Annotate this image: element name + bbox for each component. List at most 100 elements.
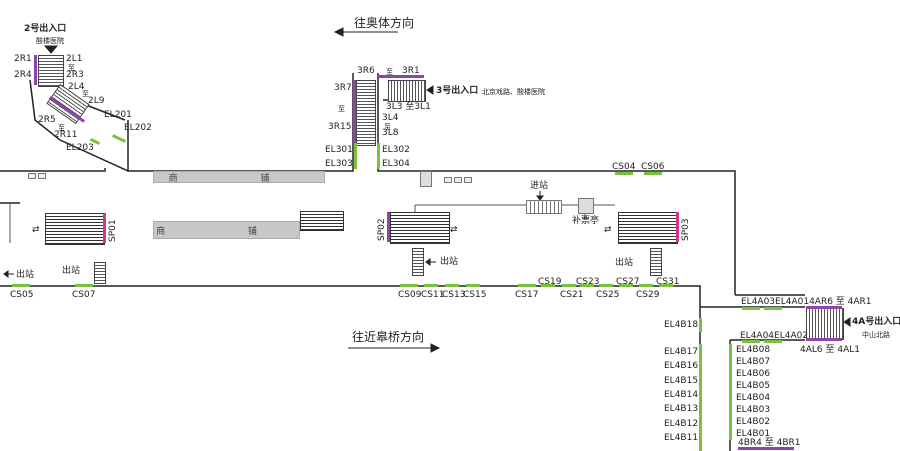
shop-2: 商 铺 bbox=[153, 221, 300, 239]
el-mark bbox=[742, 340, 760, 343]
code-2l1: 2L1 bbox=[66, 54, 83, 64]
cs-mark bbox=[639, 284, 653, 287]
code-3r7: 3R7 bbox=[334, 83, 352, 93]
exit3-stairs-h bbox=[388, 80, 426, 102]
cs17: CS17 bbox=[515, 290, 539, 300]
code-3r6: 3R6 bbox=[357, 66, 375, 76]
cs-mark bbox=[518, 284, 536, 287]
el4b08: EL4B08 bbox=[736, 345, 771, 355]
cs-mark bbox=[644, 172, 662, 175]
exit2-label[interactable]: 2号出入口 bbox=[24, 24, 67, 34]
code-el304: EL304 bbox=[382, 159, 410, 169]
direction-jinfeiqiao: 往近皋桥方向 bbox=[352, 330, 425, 344]
el4b01: EL4B01 bbox=[736, 429, 771, 439]
code-2l4: 2L4 bbox=[68, 82, 85, 92]
exit-stairs-1 bbox=[94, 262, 106, 284]
cs-mark bbox=[12, 284, 30, 287]
el4b03: EL4B03 bbox=[736, 405, 771, 415]
cs29: CS29 bbox=[636, 290, 660, 300]
cs-mark bbox=[75, 284, 93, 287]
gate bbox=[444, 177, 452, 183]
cs13: CS13 bbox=[442, 290, 466, 300]
el4b07: EL4B07 bbox=[736, 357, 771, 367]
code-to: 至 bbox=[68, 64, 75, 72]
el4b18: EL4B18 bbox=[664, 320, 699, 330]
exit4b-mark bbox=[738, 447, 794, 450]
el4b17: EL4B17 bbox=[664, 347, 699, 357]
el-mark-302 bbox=[377, 143, 380, 169]
exit3-top-mark bbox=[378, 75, 424, 78]
code-2r3: 2R3 bbox=[66, 70, 84, 80]
el4b05: EL4B05 bbox=[736, 381, 771, 391]
el-mark bbox=[699, 344, 702, 451]
sp03-mark bbox=[676, 212, 679, 242]
exit3-label[interactable]: 3号出入口 bbox=[436, 86, 479, 96]
exit4a-mark-bottom bbox=[806, 338, 842, 341]
sp01-escalator bbox=[45, 213, 105, 245]
cs07: CS07 bbox=[72, 290, 96, 300]
cs-mark bbox=[466, 284, 480, 287]
cs11: CS11 bbox=[421, 290, 445, 300]
ticket-gates bbox=[526, 200, 562, 214]
el4b11: EL4B11 bbox=[664, 433, 699, 443]
shop-escalator bbox=[300, 211, 344, 231]
sp02-escalator bbox=[390, 212, 450, 244]
chuzhan-2: 出站 bbox=[16, 270, 35, 280]
exit4a-row2: EL4A04EL4A02 bbox=[740, 331, 809, 341]
cs-mark bbox=[400, 284, 418, 287]
code-el201: EL201 bbox=[104, 110, 132, 120]
gate bbox=[38, 173, 46, 179]
exit4a-bottom: 4AL6 至 4AL1 bbox=[800, 345, 860, 355]
shop-1: 商 铺 bbox=[153, 171, 325, 184]
sp02-label: SP02 bbox=[377, 218, 387, 241]
exit4a-stairs bbox=[806, 308, 844, 340]
cs-mark bbox=[659, 284, 673, 287]
sp03-label: SP03 bbox=[681, 218, 691, 241]
ticket-booth bbox=[578, 198, 594, 214]
chuzhan-1: 出站 bbox=[62, 266, 81, 276]
code-2r4: 2R4 bbox=[14, 70, 32, 80]
sp03-escalator bbox=[618, 212, 678, 244]
gate bbox=[454, 177, 462, 183]
exit4a-label[interactable]: 4A号出入口 bbox=[852, 317, 900, 327]
code-3l4: 3L4 bbox=[382, 113, 399, 123]
el-mark bbox=[764, 307, 782, 310]
el4b06: EL4B06 bbox=[736, 369, 771, 379]
cs-mark bbox=[541, 284, 555, 287]
el-mark bbox=[764, 340, 782, 343]
el4b16: EL4B16 bbox=[664, 361, 699, 371]
exit2-stair-mark bbox=[34, 55, 37, 85]
code-to: 至 bbox=[386, 68, 393, 76]
code-3l8: 3L8 bbox=[382, 128, 399, 138]
exit3-stair-mark bbox=[353, 80, 356, 144]
cs-mark bbox=[580, 284, 594, 287]
cs27: CS27 bbox=[616, 277, 640, 287]
cs-mark bbox=[599, 284, 613, 287]
sp01-label: SP01 bbox=[108, 219, 118, 242]
sp01-mark bbox=[103, 213, 106, 243]
cs-mark bbox=[445, 284, 459, 287]
chuzhan-4: 出站 bbox=[615, 258, 634, 268]
exit4a-sub: 中山北路 bbox=[862, 331, 890, 339]
cs25: CS25 bbox=[596, 290, 620, 300]
el4b02: EL4B02 bbox=[736, 417, 771, 427]
code-3r1: 3R1 bbox=[402, 66, 420, 76]
el4b15: EL4B15 bbox=[664, 376, 699, 386]
flow-arrows: ⇄ bbox=[604, 225, 612, 235]
chuzhan-3: 出站 bbox=[440, 257, 459, 267]
jinzhan-label: 进站 bbox=[530, 181, 549, 191]
exit2-sub: 酸楼医院 bbox=[36, 37, 64, 45]
cs-mark bbox=[619, 284, 633, 287]
cs-mark bbox=[424, 284, 438, 287]
el4b12: EL4B12 bbox=[664, 419, 699, 429]
flow-arrows: ⇄ bbox=[32, 225, 40, 235]
exit-stairs-2 bbox=[412, 248, 424, 276]
exit-stairs-3 bbox=[650, 248, 662, 276]
cs15: CS15 bbox=[463, 290, 487, 300]
cs31: CS31 bbox=[656, 277, 680, 287]
direction-olympic: 往奥体方向 bbox=[354, 16, 415, 30]
exit4b-bottom: 4BR4 至 4BR1 bbox=[738, 438, 801, 448]
exit2-stairs bbox=[38, 55, 64, 87]
code-3l3: 3L3 至3L1 bbox=[386, 102, 431, 112]
cs04: CS04 bbox=[612, 162, 636, 172]
